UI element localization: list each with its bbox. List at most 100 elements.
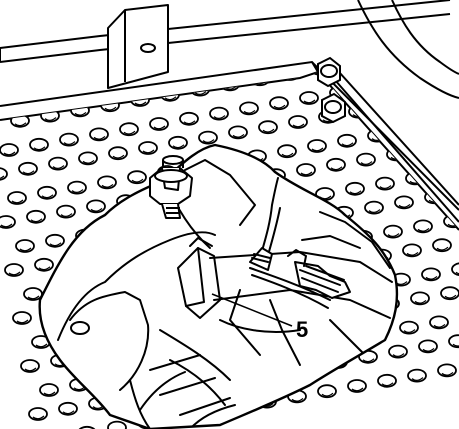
perforation-hole-shade bbox=[401, 131, 414, 136]
perforation-hole-shade bbox=[60, 213, 73, 217]
perforation-hole-shade bbox=[303, 99, 316, 104]
perforation-hole-shade bbox=[375, 60, 386, 63]
perforation-hole-shade bbox=[452, 342, 459, 347]
perforation-hole-shade bbox=[0, 175, 5, 180]
perforation-hole-shade bbox=[403, 329, 416, 333]
perforation-hole bbox=[408, 94, 428, 109]
perforation-hole bbox=[401, 47, 419, 59]
perforation-hole-shade bbox=[131, 178, 144, 183]
perforation-hole-shade bbox=[82, 159, 95, 164]
perforation-hole-shade bbox=[43, 391, 56, 396]
perforation-hole-shade bbox=[341, 142, 354, 147]
perforation-hole-shade bbox=[52, 165, 65, 169]
gearbox-assembly bbox=[57, 159, 393, 429]
perforation-hole-shade bbox=[172, 144, 185, 149]
perforation-hole-shade bbox=[392, 353, 405, 357]
perforation-hole-shade bbox=[351, 387, 364, 392]
perforation-hole-shade bbox=[19, 247, 32, 252]
perforation-hole-shade bbox=[439, 174, 452, 179]
perforation-hole-shade bbox=[349, 190, 362, 195]
perforation-hole-shade bbox=[49, 242, 62, 247]
perforation-hole-shade bbox=[11, 199, 24, 204]
perforation-hole bbox=[77, 425, 97, 429]
perforation-hole-shade bbox=[387, 233, 400, 237]
perforation-hole bbox=[427, 118, 447, 133]
perforation-hole-shade bbox=[455, 270, 459, 275]
perforation-hole-shade bbox=[300, 171, 313, 176]
perforation-hole-shade bbox=[406, 251, 419, 256]
callout-leader bbox=[211, 293, 293, 327]
perforation-hole-shade bbox=[153, 125, 166, 130]
perforation-hole-shade bbox=[232, 133, 245, 138]
perforation-hole-shade bbox=[243, 109, 256, 114]
perforation-hole-shade bbox=[360, 161, 373, 165]
perforation-hole-shade bbox=[32, 415, 45, 420]
stud-bolt bbox=[149, 155, 193, 219]
perforation-hole-shade bbox=[35, 343, 48, 348]
perforation-hole-shade bbox=[262, 128, 275, 133]
perforation-hole bbox=[431, 42, 449, 54]
perforation-hole-shade bbox=[123, 130, 136, 135]
perforation-hole bbox=[454, 185, 459, 199]
upper-frame-rail bbox=[0, 0, 451, 63]
perforation-hole bbox=[341, 58, 359, 70]
perforation-hole-shade bbox=[382, 107, 395, 112]
perforation-hole-shade bbox=[112, 154, 125, 159]
perforation-hole-shade bbox=[194, 91, 207, 95]
perforation-hole-shade bbox=[134, 101, 147, 106]
perforation-hole-shade bbox=[3, 151, 16, 156]
perforation-hole-shade bbox=[0, 223, 13, 228]
perforation-hole bbox=[416, 142, 436, 157]
perforation-hole-shade bbox=[33, 146, 46, 151]
perforation-hole-shade bbox=[330, 166, 343, 171]
perforation-hole-shade bbox=[291, 397, 304, 402]
perforation-hole-shade bbox=[63, 141, 76, 145]
perforation-hole-shade bbox=[14, 122, 27, 127]
perforation-hole-shade bbox=[368, 209, 381, 213]
perforation-hole-shade bbox=[202, 139, 215, 143]
perforation-hole-shade bbox=[41, 194, 54, 199]
perforation-hole-shade bbox=[411, 377, 424, 381]
perforation-hole-shade bbox=[393, 83, 406, 88]
perforation-hole-shade bbox=[431, 126, 444, 131]
perforation-hole-shade bbox=[281, 152, 294, 157]
perforation-hole-shade bbox=[420, 150, 433, 155]
perforation-hole-shade bbox=[436, 246, 449, 251]
perforation-hole-shade bbox=[142, 149, 155, 154]
perforation-hole-shade bbox=[425, 275, 438, 280]
callout-label-5: 5 bbox=[296, 317, 308, 342]
perforation-hole-shade bbox=[183, 120, 196, 125]
perforation-hole bbox=[435, 166, 455, 181]
perforation-hole-shade bbox=[30, 218, 43, 223]
perforation-hole-shade bbox=[422, 347, 435, 352]
perforation-hole-shade bbox=[16, 319, 29, 324]
perforation-hole-shade bbox=[442, 97, 455, 102]
perforation-hole-shade bbox=[71, 189, 84, 193]
perforation-hole bbox=[378, 99, 398, 114]
perforation-hole-shade bbox=[44, 117, 57, 121]
perforation-hole-shade bbox=[414, 299, 427, 304]
perforation-hole-shade bbox=[363, 89, 376, 93]
perforation-hole-shade bbox=[213, 115, 226, 119]
perforation-hole-shade bbox=[450, 145, 459, 150]
side-wall bbox=[329, 61, 459, 223]
perforation-hole-shade bbox=[405, 55, 416, 58]
perforation-hole-shade bbox=[22, 170, 35, 175]
perforation-hole-shade bbox=[101, 183, 114, 188]
mounting-bracket bbox=[107, 4, 169, 89]
perforation-hole bbox=[389, 75, 409, 90]
perforation-hole-shade bbox=[90, 207, 103, 212]
perforation-hole bbox=[419, 72, 439, 85]
perforation-hole-shade bbox=[362, 358, 375, 363]
perforation-hole-shade bbox=[8, 271, 21, 276]
perforation-hole-shade bbox=[321, 392, 334, 397]
perforation-hole-shade bbox=[345, 66, 356, 69]
perforation-hole-shade bbox=[412, 102, 425, 107]
perforation-hole-shade bbox=[441, 371, 454, 376]
perforation-hole-shade bbox=[27, 295, 40, 300]
perforation-hole-shade bbox=[381, 382, 394, 387]
perforation-hole bbox=[107, 420, 127, 429]
perforation-hole-shade bbox=[398, 203, 411, 208]
